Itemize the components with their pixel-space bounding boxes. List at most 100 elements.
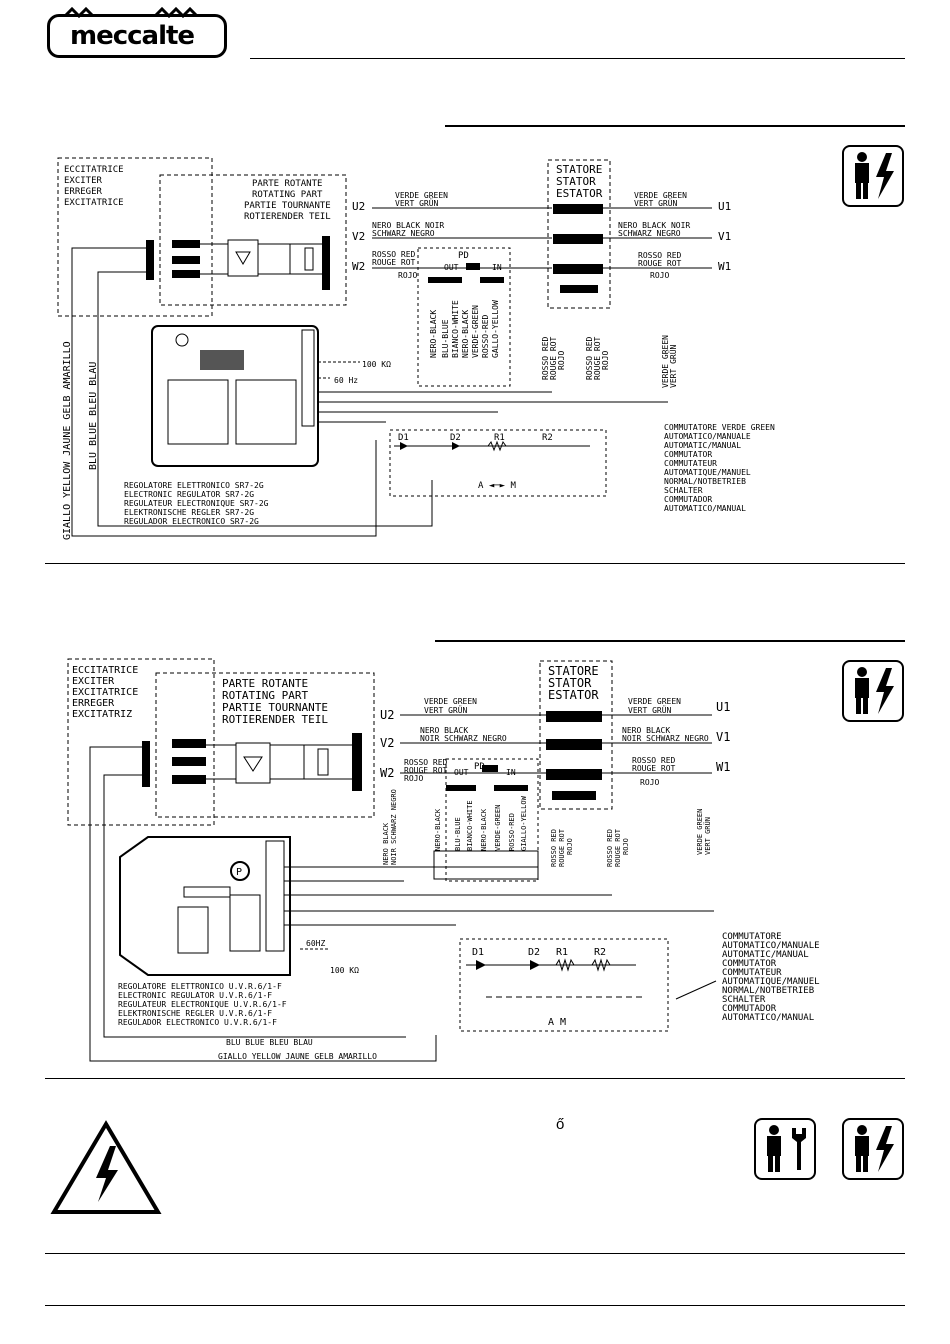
d2-red-vert: ROSSO RED	[550, 829, 558, 867]
d2-commutator-line: COMMUTATEUR	[722, 968, 782, 978]
d2-stator-line: STATORE	[548, 664, 599, 678]
d1-hz-label: 60 Hz	[334, 376, 358, 385]
terminal-v1: V1	[716, 730, 730, 744]
d1-exciter-line: EXCITATRICE	[64, 198, 124, 208]
wiring-diagram-uvr6: ECCITATRICE EXCITER EXCITATRICE ERREGER …	[67, 658, 820, 1062]
d2-exciter-line: EXCITATRIZ	[72, 709, 132, 720]
d1-wire-label: SCHWARZ NEGRO	[618, 229, 681, 238]
svg-text:P: P	[236, 867, 242, 878]
d1-green-vert: VERT GRÜN	[668, 344, 678, 388]
pd-in-label: IN	[492, 263, 502, 272]
d1-regulator-line: ELECTRONIC REGULATOR SR7-2G	[124, 490, 254, 499]
d2-commutator-line: AUTOMATIQUE/MANUEL	[722, 977, 820, 987]
d2-exciter-line: ECCITATRICE	[72, 665, 138, 676]
lead-label: VERDE-GREEN	[471, 305, 480, 358]
d1-pot-label: 100 KΩ	[362, 360, 391, 369]
d2-regulator-line: ELEKTRONISCHE REGLER U.V.R.6/1-F	[118, 1009, 272, 1018]
lead-label: NERO-BLACK	[480, 808, 488, 851]
d2-commutator-line: COMMUTATORE	[722, 932, 782, 942]
d2-red-vert: ROUGE ROT	[558, 828, 566, 867]
exciter-stator-winding	[146, 240, 154, 280]
d1-yellow-wire-label: GIALLO YELLOW JAUNE GELB AMARILLO	[62, 341, 73, 540]
d1-rotating-line: ROTATING PART	[252, 190, 323, 200]
d1-wire-label: SCHWARZ NEGRO	[372, 229, 435, 238]
d2-commutator-line: AUTOMATICO/MANUAL	[722, 1013, 814, 1023]
d2-black-vert: NERO BLACK	[382, 822, 390, 865]
d1-wire-label: NERO BLACK NOIR	[372, 221, 444, 230]
d2-wire-label: VERT GRÜN	[628, 705, 672, 715]
d2-wire-label: ROJO	[404, 774, 423, 783]
d1-part-d1: D1	[398, 433, 409, 443]
commutator-box	[459, 938, 669, 1032]
d1-wire-label: ROSSO RED	[372, 250, 416, 259]
d2-regulator-line: REGULATEUR ELECTRONIQUE U.V.R.6/1-F	[118, 1000, 287, 1009]
lead-label: GALLO-YELLOW	[491, 300, 500, 358]
d1-wire-label: VERT GRÜN	[634, 198, 678, 208]
d1-wire-label: VERDE GREEN	[634, 191, 687, 200]
d1-rotating-line: PARTIE TOURNANTE	[244, 201, 331, 211]
d2-wire-label: VERT GRÜN	[424, 705, 468, 715]
footer-rule-1	[45, 1253, 905, 1254]
pd-out-label: OUT	[454, 768, 469, 777]
d2-regulator-line: ELECTRONIC REGULATOR U.V.R.6/1-F	[118, 991, 272, 1000]
d1-wire-label: VERT GRÜN	[395, 198, 439, 208]
d2-red-vert: ROJO	[622, 838, 630, 855]
d2-exciter-line: EXCITATRICE	[72, 687, 138, 698]
d1-stator-line: STATORE	[556, 163, 602, 176]
pd-label: PD	[474, 762, 485, 772]
d1-rotating-line: PARTE ROTANTE	[252, 179, 322, 189]
d1-regulator-line: REGULADOR ELECTRONICO SR7-2G	[124, 517, 259, 526]
d1-switch-am: A ◄─► M	[478, 481, 517, 491]
lead-label: VERDE-GREEN	[494, 805, 502, 851]
d1-rotating-line: ROTIERENDER TEIL	[244, 212, 331, 222]
d1-commutator-line: COMMUTATEUR	[664, 459, 717, 468]
d2-part-d1: D1	[472, 947, 484, 958]
d1-part-d2: D2	[450, 433, 461, 443]
d2-red-vert: ROUGE ROT	[614, 828, 622, 867]
d1-regulator-line: REGULATEUR ELECTRONIQUE SR7-2G	[124, 499, 269, 508]
d2-wire-label: NOIR SCHWARZ NEGRO	[420, 734, 507, 743]
d2-wire-label: NERO BLACK	[420, 726, 468, 735]
d1-commutator-line: AUTOMATIC/MANUAL	[664, 441, 741, 450]
d1-regulator-line: ELEKTRONISCHE REGLER SR7-2G	[124, 508, 254, 517]
d2-exciter-line: ERREGER	[72, 698, 115, 709]
d2-rotating-line: PARTIE TOURNANTE	[222, 701, 328, 714]
terminal-w2: W2	[380, 766, 394, 780]
d1-exciter-line: ECCITATRICE	[64, 165, 124, 175]
header-rule	[250, 58, 905, 59]
section2-rule	[435, 640, 905, 642]
d1-wire-label: NERO BLACK NOIR	[618, 221, 690, 230]
d2-regulator-line: REGOLATORE ELETTRONICO U.V.R.6/1-F	[118, 982, 282, 991]
regulator-board-uvr6	[119, 836, 291, 976]
d1-green-vert: VERDE GREEN	[661, 335, 670, 388]
main-rotor-winding	[322, 236, 330, 290]
d2-part-d2: D2	[528, 947, 540, 958]
technician-electric-icon	[842, 145, 904, 207]
terminal-v2: V2	[352, 230, 365, 243]
d2-switch-am: A M	[548, 1017, 566, 1028]
lead-label: BLU-BLUE	[441, 319, 450, 358]
d2-commutator-line: AUTOMATIC/MANUAL	[722, 950, 809, 960]
d1-blue-wire-label: BLU BLUE BLEU BLAU	[88, 362, 99, 470]
d1-part-r1: R1	[494, 433, 505, 443]
d2-part-r1: R1	[556, 947, 568, 958]
d1-commutator-line: NORMAL/NOTBETRIEB	[664, 477, 746, 486]
d2-red-vert: ROJO	[566, 838, 574, 855]
regulator-board-sr7	[151, 325, 319, 467]
d2-commutator-line: COMMUTADOR	[722, 1004, 777, 1014]
lead-label: NERO-BLACK	[429, 310, 438, 358]
d2-rotating-line: ROTIERENDER TEIL	[222, 713, 328, 726]
lead-label: BLU-BLUE	[454, 817, 462, 851]
d1-exciter-line: EXCITER	[64, 176, 103, 186]
terminal-v1: V1	[718, 230, 731, 243]
d2-wire-label: ROJO	[640, 778, 659, 787]
d2-wire-label: NOIR SCHWARZ NEGRO	[622, 734, 709, 743]
footer-glyph: ő	[556, 1116, 565, 1133]
d1-stator-line: STATOR	[556, 175, 596, 188]
d2-commutator-line: SCHALTER	[722, 995, 766, 1005]
d1-red-vert: ROSSO RED	[541, 336, 550, 380]
technician-electric-icon	[842, 1118, 904, 1180]
d2-blue-wire-label: BLU BLUE BLEU BLAU	[226, 1038, 313, 1047]
d2-wire-label: VERDE GREEN	[628, 697, 681, 706]
d1-red-vert: ROJO	[601, 351, 610, 370]
